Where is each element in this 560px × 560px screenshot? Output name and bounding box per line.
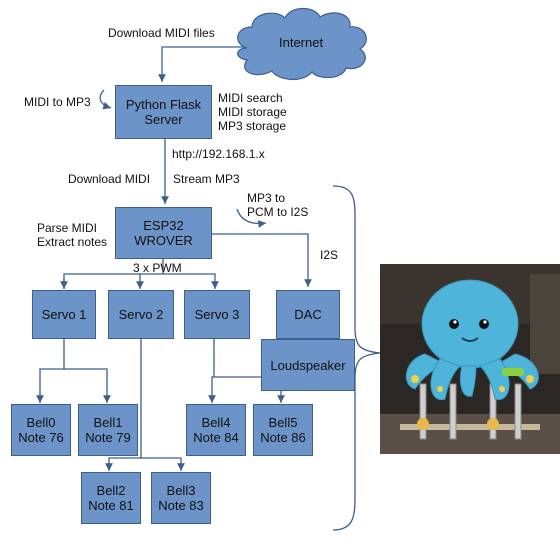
octopus-robot-illustration — [380, 264, 560, 454]
servo2-node: Servo 2 — [108, 290, 174, 339]
bell3-name: Bell3 — [166, 483, 196, 498]
octopus-robot-photo — [380, 264, 560, 454]
bell5-node: Bell5 Note 86 — [253, 404, 313, 456]
wire-mp3-pcm-curve — [236, 208, 267, 228]
loudspeaker-node: Loudspeaker — [261, 339, 355, 391]
bell3-note: Note 83 — [158, 498, 204, 513]
wire-servo2-bell3 — [141, 457, 185, 471]
pwm-label: 3 x PWM — [133, 261, 182, 275]
bell2-node: Bell2 Note 81 — [81, 472, 141, 524]
wire-servo1-bell1 — [64, 368, 111, 403]
mp3-to-pcm-label: MP3 to PCM to I2S — [247, 191, 308, 219]
mp3-to-pcm-line1: MP3 to — [247, 191, 286, 205]
esp32-line1: ESP32 — [143, 218, 184, 233]
bell1-note: Note 79 — [85, 430, 131, 445]
wire-servo1-bells — [39, 339, 65, 403]
mp3-to-pcm-line2: PCM to I2S — [247, 205, 309, 219]
bell0-name: Bell0 — [26, 415, 56, 430]
server-feature-midi-storage: MIDI storage — [218, 105, 287, 119]
bell1-node: Bell1 Note 79 — [78, 404, 138, 456]
bell4-node: Bell4 Note 84 — [186, 404, 246, 456]
server-url-label: http://192.168.1.x — [172, 147, 265, 161]
download-midi-label: Download MIDI — [68, 172, 151, 186]
bell4-note: Note 84 — [193, 430, 239, 445]
server-feature-mp3-storage: MP3 storage — [218, 119, 287, 133]
parse-midi-label: Parse MIDI Extract notes — [37, 221, 107, 249]
bell5-name: Bell5 — [268, 415, 298, 430]
bell0-note: Note 76 — [18, 430, 64, 445]
bell0-node: Bell0 Note 76 — [11, 404, 71, 456]
parse-midi-line1: Parse MIDI — [37, 221, 98, 235]
server-line2: Server — [144, 112, 183, 127]
servo3-node: Servo 3 — [184, 290, 250, 339]
server-line1: Python Flask — [125, 97, 202, 112]
esp32-line2: WROVER — [134, 233, 193, 248]
bell3-node: Bell3 Note 83 — [151, 472, 211, 524]
internet-label: Internet — [279, 35, 324, 50]
python-flask-server-node: Python Flask Server — [115, 85, 212, 139]
wire-pwm-bus-right — [163, 273, 219, 289]
midi-to-mp3-label: MIDI to MP3 — [24, 95, 91, 109]
download-midi-files-label: Download MIDI files — [108, 26, 215, 40]
wire-internet-to-server — [158, 46, 247, 82]
bell2-note: Note 81 — [88, 498, 134, 513]
parse-midi-line2: Extract notes — [37, 235, 108, 249]
stream-mp3-label: Stream MP3 — [173, 172, 240, 186]
servo1-node: Servo 1 — [32, 290, 96, 339]
wire-esp32-to-dac — [212, 233, 312, 287]
i2s-label: I2S — [320, 248, 339, 262]
bell1-name: Bell1 — [93, 415, 123, 430]
server-feature-search: MIDI search — [218, 91, 283, 105]
bell2-name: Bell2 — [96, 483, 126, 498]
dac-node: DAC — [276, 290, 340, 339]
esp32-wrover-node: ESP32 WROVER — [115, 207, 212, 259]
wire-servo3-bells — [208, 339, 216, 403]
internet-cloud — [237, 7, 367, 80]
bell5-note: Note 86 — [260, 430, 306, 445]
bell4-name: Bell4 — [201, 415, 231, 430]
server-features-label: MIDI search MIDI storage MP3 storage — [218, 91, 287, 133]
wire-midi-to-mp3-loop — [99, 89, 112, 110]
wire-servo2-bells — [105, 339, 142, 471]
